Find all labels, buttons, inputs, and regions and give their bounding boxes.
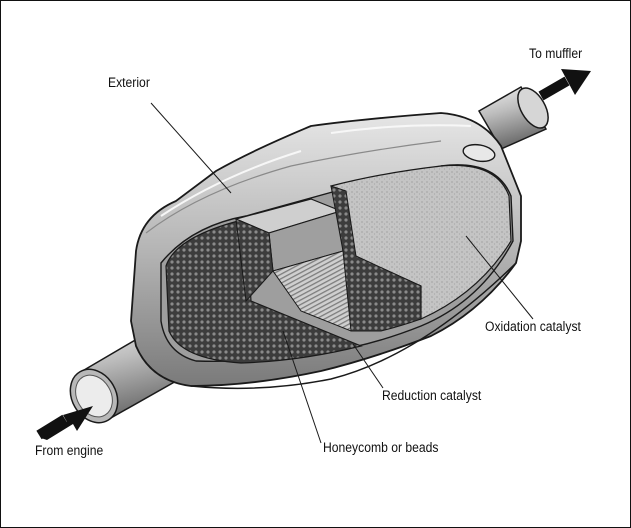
leader-reduction	[352, 343, 384, 389]
label-exterior: Exterior	[108, 75, 150, 90]
label-to-muffler: To muffler	[529, 46, 583, 61]
cutaway-interior	[160, 164, 514, 364]
leader-exterior	[150, 102, 232, 194]
leader-honeycomb	[282, 330, 322, 444]
leader-oxidation	[465, 235, 534, 320]
outlet-pipe	[477, 85, 549, 150]
inflow-arrow	[36, 406, 93, 440]
label-from-engine: From engine	[35, 443, 104, 458]
outflow-arrow	[538, 69, 591, 101]
label-reduction-catalyst: Reduction catalyst	[382, 388, 482, 403]
label-honeycomb-or-beads: Honeycomb or beads	[323, 440, 439, 455]
label-oxidation-catalyst: Oxidation catalyst	[485, 319, 581, 334]
leader-lines	[150, 102, 534, 444]
